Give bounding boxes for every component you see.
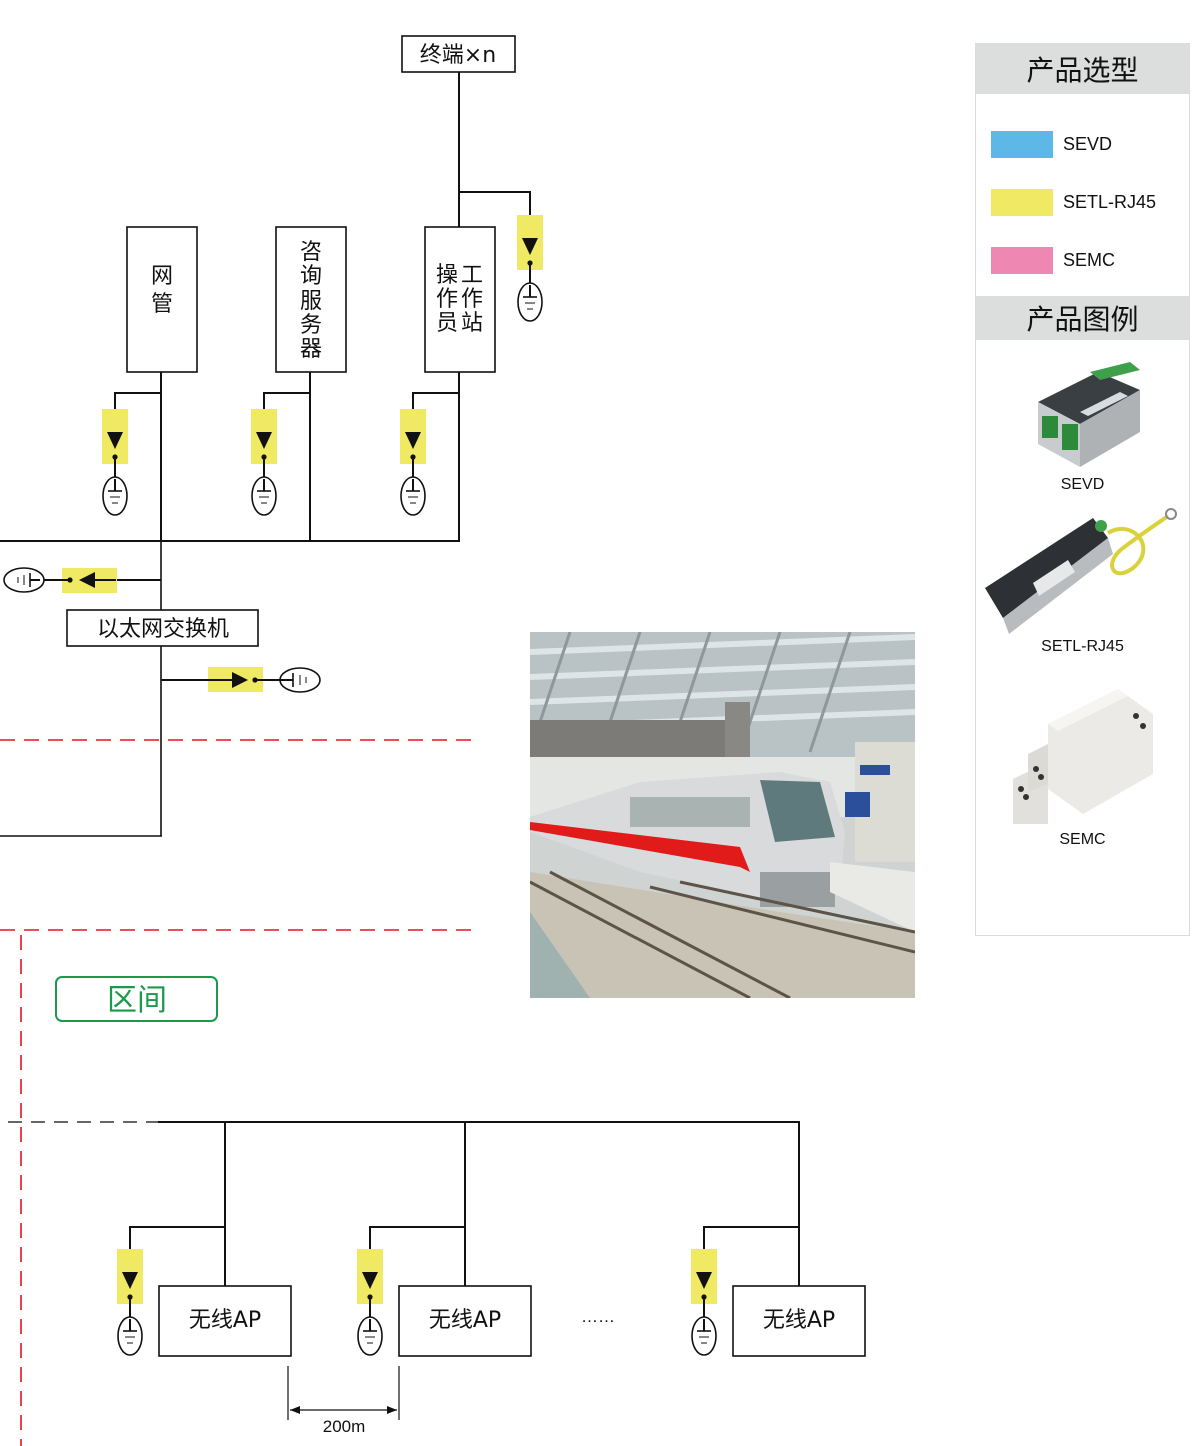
protector-consult-server xyxy=(250,408,278,516)
product-semc: SEMC xyxy=(976,674,1189,849)
operator-ws-box xyxy=(424,226,496,373)
terminal-label: 终端×n xyxy=(420,43,496,68)
legend-label: SEVD xyxy=(1063,133,1113,154)
product-sevd: SEVD xyxy=(976,362,1189,494)
ellipsis: …… xyxy=(581,1307,615,1326)
legend-item-sevd: SEVD xyxy=(991,130,1189,158)
wireless-ap-label-1: 无线AP xyxy=(189,1308,261,1333)
ethernet-switch-label: 以太网交换机 xyxy=(97,617,229,642)
legend-label: SETL-RJ45 xyxy=(1063,191,1157,212)
protector-terminal xyxy=(516,214,544,322)
product-label-sevd: SEVD xyxy=(1060,476,1105,493)
legend-swatch-setl-rj45 xyxy=(991,188,1053,216)
consult-server-char-3: 服 xyxy=(300,289,322,314)
legend-item-semc: SEMC xyxy=(991,246,1189,274)
distance-dimension xyxy=(287,1366,400,1420)
wireless-ap-box-3 xyxy=(732,1285,866,1357)
legend-swatch-semc xyxy=(991,246,1053,274)
network-mgmt-char-2: 管 xyxy=(151,292,173,317)
product-selection-title: 产品选型 xyxy=(976,44,1189,94)
legend-item-setl-rj45: SETL-RJ45 xyxy=(991,188,1189,216)
protector-switch-right xyxy=(161,667,321,693)
wireless-ap-box-1 xyxy=(158,1285,292,1357)
operator-ws-char: 站 xyxy=(461,311,483,336)
zone-label: 区间 xyxy=(107,983,167,1018)
protector-switch-left xyxy=(3,567,161,593)
ethernet-switch-box xyxy=(66,609,259,647)
setl-rj45-device-icon xyxy=(984,508,1177,634)
protector-operator-ws xyxy=(399,408,427,516)
consult-server-char-2: 询 xyxy=(300,264,322,289)
product-sidebar: 产品选型 SEVD SETL-RJ45 SEMC 产品图例 SEVD xyxy=(975,43,1190,936)
product-legend: SEVD SETL-RJ45 SEMC xyxy=(976,94,1189,296)
protector-ap-1 xyxy=(116,1248,144,1356)
wireless-ap-label-3: 无线AP xyxy=(763,1308,835,1333)
operator-ws-char: 员 xyxy=(436,311,458,336)
operator-ws-char: 作 xyxy=(461,287,483,312)
consult-server-char-4: 务 xyxy=(300,313,322,338)
wireless-ap-label-2: 无线AP xyxy=(429,1308,501,1333)
product-label-semc: SEMC xyxy=(1059,831,1106,848)
consult-server-char-1: 咨 xyxy=(300,240,322,265)
zone-label-box xyxy=(55,976,218,1022)
product-label-setl-rj45: SETL-RJ45 xyxy=(1041,638,1124,655)
product-setl-rj45: SETL-RJ45 xyxy=(976,508,1189,656)
operator-ws-char: 工 xyxy=(461,263,483,288)
semc-device-icon xyxy=(1012,689,1153,824)
operator-ws-char: 操 xyxy=(436,263,458,288)
product-gallery-title: 产品图例 xyxy=(976,296,1189,340)
distance-label: 200m xyxy=(323,1417,366,1436)
operator-ws-char: 作 xyxy=(436,287,458,312)
consult-server-box xyxy=(275,226,347,373)
protector-ap-3 xyxy=(690,1248,718,1356)
legend-label: SEMC xyxy=(1063,249,1116,270)
train-station-photo xyxy=(530,632,915,998)
sevd-device-icon xyxy=(1038,362,1140,467)
protector-ap-2 xyxy=(356,1248,384,1356)
wireless-ap-box-2 xyxy=(398,1285,532,1357)
terminal-box xyxy=(401,35,516,73)
protector-network-mgmt xyxy=(101,408,129,516)
network-mgmt-char-1: 网 xyxy=(151,264,173,289)
legend-swatch-sevd xyxy=(991,130,1053,158)
consult-server-char-5: 器 xyxy=(300,337,322,362)
